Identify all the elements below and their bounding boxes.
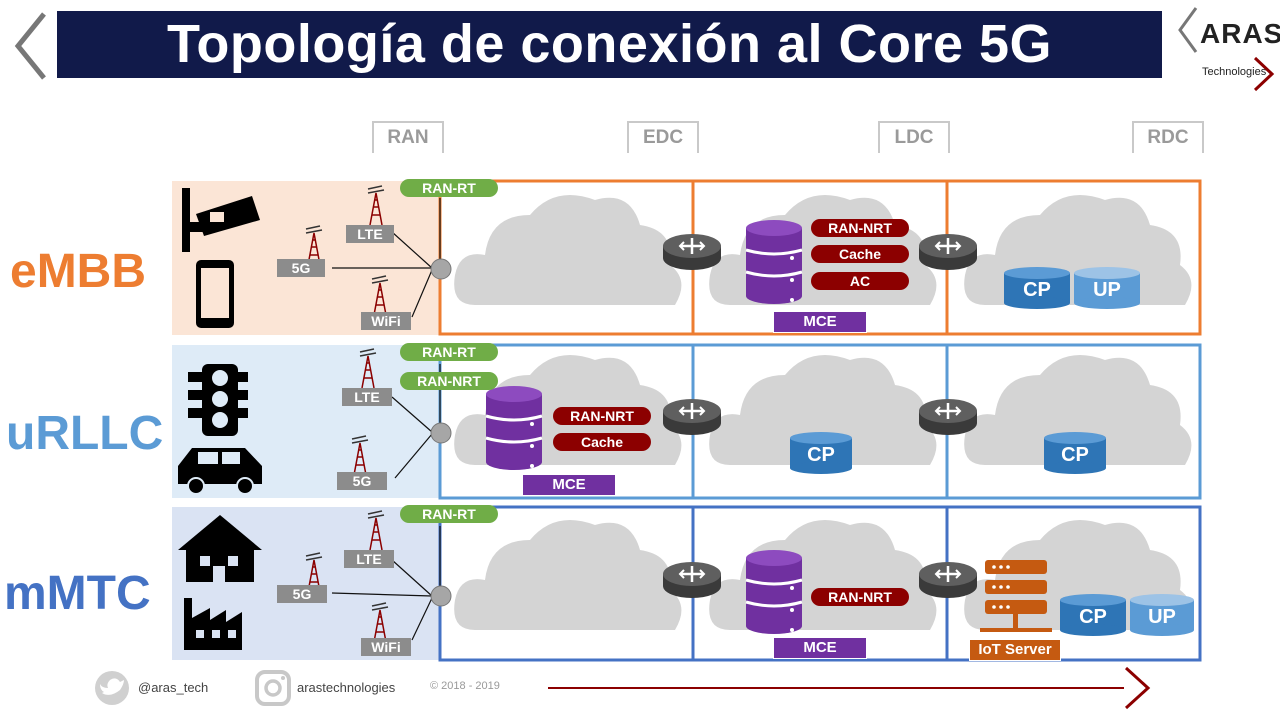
lte-tag: LTE xyxy=(342,388,392,406)
mce-label: MCE xyxy=(773,311,867,333)
ran-rt-pill: RAN-RT xyxy=(400,343,498,361)
router-icon xyxy=(661,232,723,272)
cache-function: Cache xyxy=(553,433,651,451)
cp-cylinder xyxy=(1004,267,1070,309)
instagram-handle[interactable]: arastechnologies xyxy=(297,680,396,695)
router-icon xyxy=(917,397,979,437)
ac-function: AC xyxy=(811,272,909,290)
ran-nrt-function: RAN-NRT xyxy=(553,407,651,425)
copyright: © 2018 - 2019 xyxy=(430,680,500,692)
brand-logo: ARAS xyxy=(1200,18,1280,49)
traffic-light-icon xyxy=(188,364,248,436)
router-icon xyxy=(917,560,979,600)
5g-tag: 5G xyxy=(277,259,325,277)
row-label-embb: eMBB xyxy=(10,245,147,298)
mce-label: MCE xyxy=(773,637,867,659)
page-title: Topología de conexión al Core 5G xyxy=(57,11,1162,78)
car-icon xyxy=(178,448,262,495)
up-label: UP xyxy=(1148,606,1176,628)
database-icon xyxy=(744,218,804,306)
instagram-icon xyxy=(255,670,291,706)
row-label-mmtc: mMTC xyxy=(4,567,151,620)
mce-label: MCE xyxy=(522,474,616,496)
column-header-rdc: RDC xyxy=(1132,121,1204,153)
server-icon xyxy=(980,560,1052,632)
column-header-ldc: LDC xyxy=(878,121,950,153)
brand-subtitle: Technologies xyxy=(1202,66,1267,78)
house-icon xyxy=(178,515,262,582)
wifi-tag: WiFi xyxy=(361,312,411,330)
lte-tag: LTE xyxy=(346,225,394,243)
router-icon xyxy=(917,232,979,272)
forward-arrow-icon xyxy=(1124,666,1151,710)
router-icon xyxy=(661,397,723,437)
ran-rt-pill: RAN-RT xyxy=(400,179,498,197)
cp-label: CP xyxy=(1023,279,1051,301)
row-label-urllc: uRLLC xyxy=(6,407,164,460)
router-icon xyxy=(661,560,723,600)
ran-nrt-pill: RAN-NRT xyxy=(400,372,498,390)
cp-label: CP xyxy=(1079,606,1107,628)
ran-nrt-function: RAN-NRT xyxy=(811,219,909,237)
cp-label: CP xyxy=(807,444,835,466)
iot-server-label: IoT Server xyxy=(969,639,1061,661)
column-header-edc: EDC xyxy=(627,121,699,153)
5g-tag: 5G xyxy=(277,585,327,603)
database-icon xyxy=(484,384,544,472)
column-header-ran: RAN xyxy=(372,121,444,153)
twitter-handle[interactable]: @aras_tech xyxy=(138,680,209,695)
factory-icon xyxy=(184,598,242,650)
back-chevron-icon xyxy=(14,12,46,80)
ran-nrt-function: RAN-NRT xyxy=(811,588,909,606)
lte-tag: LTE xyxy=(344,550,394,568)
security-camera-icon xyxy=(182,188,260,252)
up-label: UP xyxy=(1093,279,1121,301)
cp-label: CP xyxy=(1061,444,1089,466)
database-icon xyxy=(744,548,804,636)
5g-tag: 5G xyxy=(337,472,387,490)
smartphone-icon xyxy=(196,260,234,328)
cache-function: Cache xyxy=(811,245,909,263)
wifi-tag: WiFi xyxy=(361,638,411,656)
ran-rt-pill: RAN-RT xyxy=(400,505,498,523)
